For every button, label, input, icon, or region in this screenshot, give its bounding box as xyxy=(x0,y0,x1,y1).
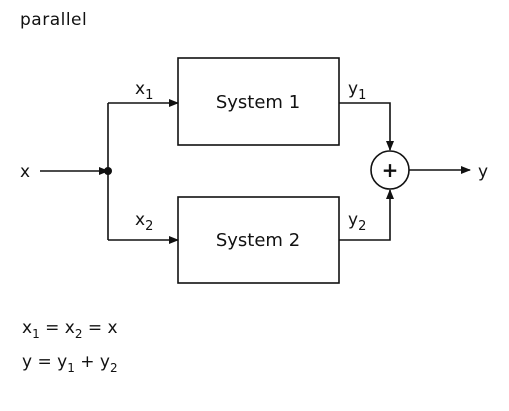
system2-label: System 2 xyxy=(216,230,300,251)
equation-output: y = y1 + y2 xyxy=(22,352,118,375)
input-label: x xyxy=(20,162,30,182)
branch2-output-label: y2 xyxy=(348,210,366,234)
output-label: y xyxy=(478,162,488,182)
diagram-title: parallel xyxy=(20,10,88,30)
equation-inputs: x1 = x2 = x xyxy=(22,318,118,341)
branch1-output-label: y1 xyxy=(348,79,366,103)
sum-symbol: + xyxy=(382,158,399,182)
system1-block xyxy=(177,57,340,146)
system1-label: System 1 xyxy=(216,92,300,113)
branch2-output-arrow xyxy=(339,189,394,241)
branch1-output-arrow xyxy=(339,102,394,151)
branch1-input-label: x1 xyxy=(135,79,153,103)
branch2-input-label: x2 xyxy=(135,210,153,234)
